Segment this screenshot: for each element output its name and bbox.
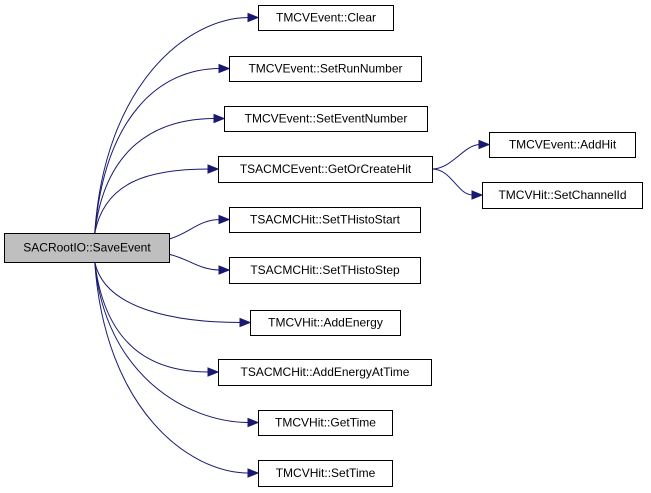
edge-root-to-addenergy <box>94 261 242 323</box>
call-nodes: SACRootIO::SaveEvent TMCVEvent::ClearTMCV… <box>4 5 643 487</box>
node-box-clear <box>258 5 394 31</box>
node-setrun[interactable]: TMCVEvent::SetRunNumber <box>229 56 422 82</box>
arrowhead-setevent <box>213 113 226 124</box>
edge-root-to-getorcreate <box>94 168 210 234</box>
node-settime[interactable]: TMCVHit::SetTime <box>258 460 393 487</box>
node-setchannel[interactable]: TMCVHit::SetChannelId <box>482 182 643 209</box>
node-box-histostep <box>229 257 421 284</box>
node-setevent[interactable]: TMCVEvent::SetEventNumber <box>224 106 428 132</box>
node-box-addenergyat <box>218 359 432 386</box>
node-box-getorcreate <box>218 156 433 183</box>
edge-getorcreate-to-setchannel <box>431 168 474 196</box>
node-box-gettime <box>258 410 393 436</box>
node-label-getorcreate: TSACMCEvent::GetOrCreateHit <box>240 162 412 176</box>
edge-root-to-gettime <box>94 261 250 423</box>
arrowhead-setrun <box>218 63 231 74</box>
node-label-histostep: TSACMCHit::SetTHistoStep <box>250 263 400 277</box>
arrowhead-getorcreate <box>207 164 220 174</box>
node-label-setevent: TMCVEvent::SetEventNumber <box>245 112 408 126</box>
arrowhead-histostep <box>218 265 231 275</box>
edge-root-to-setevent <box>94 118 216 234</box>
edge-root-to-setrun <box>94 68 221 234</box>
node-label-setrun: TMCVEvent::SetRunNumber <box>248 62 402 76</box>
node-addhit[interactable]: TMCVEvent::AddHit <box>489 132 636 158</box>
node-label-root: SACRootIO::SaveEvent <box>23 241 151 255</box>
node-root[interactable]: SACRootIO::SaveEvent <box>4 233 170 263</box>
node-addenergyat[interactable]: TSACMCHit::AddEnergyAtTime <box>218 359 432 386</box>
node-box-addenergy <box>250 310 401 336</box>
edge-root-to-histostep <box>168 253 221 271</box>
edge-getorcreate-to-addhit <box>431 144 481 170</box>
arrowhead-addenergyat <box>207 367 220 377</box>
arrowhead-addenergy <box>239 317 252 328</box>
node-getorcreate[interactable]: TSACMCEvent::GetOrCreateHit <box>218 156 433 183</box>
node-box-histostart <box>229 207 421 233</box>
node-label-addhit: TMCVEvent::AddHit <box>509 138 617 152</box>
node-box-addhit <box>489 132 636 158</box>
node-label-settime: TMCVHit::SetTime <box>276 466 376 480</box>
arrowhead-histostart <box>218 214 231 225</box>
node-histostart[interactable]: TSACMCHit::SetTHistoStart <box>229 207 421 233</box>
node-clear[interactable]: TMCVEvent::Clear <box>258 5 394 31</box>
arrowhead-gettime <box>247 417 260 428</box>
arrowhead-clear <box>247 12 260 23</box>
edge-root-to-addenergyat <box>94 261 210 373</box>
node-addenergy[interactable]: TMCVHit::AddEnergy <box>250 310 401 336</box>
node-histostep[interactable]: TSACMCHit::SetTHistoStep <box>229 257 421 284</box>
call-edges <box>94 12 491 478</box>
node-label-clear: TMCVEvent::Clear <box>276 11 376 25</box>
node-box-setrun <box>229 56 422 82</box>
arrowhead-addhit <box>478 139 491 150</box>
arrowhead-setchannel <box>471 190 484 200</box>
edge-root-to-settime <box>94 261 250 474</box>
node-label-gettime: TMCVHit::GetTime <box>275 416 376 430</box>
edge-root-to-histostart <box>168 219 221 240</box>
node-box-setchannel <box>482 182 643 209</box>
node-label-setchannel: TMCVHit::SetChannelId <box>498 188 626 202</box>
node-label-addenergy: TMCVHit::AddEnergy <box>268 316 383 330</box>
edge-root-to-clear <box>94 17 250 234</box>
arrowhead-settime <box>247 468 260 478</box>
node-box-root <box>4 233 170 263</box>
node-box-settime <box>258 460 393 487</box>
node-label-histostart: TSACMCHit::SetTHistoStart <box>250 213 401 227</box>
node-gettime[interactable]: TMCVHit::GetTime <box>258 410 393 436</box>
node-box-setevent <box>224 106 428 132</box>
node-label-addenergyat: TSACMCHit::AddEnergyAtTime <box>241 365 410 379</box>
